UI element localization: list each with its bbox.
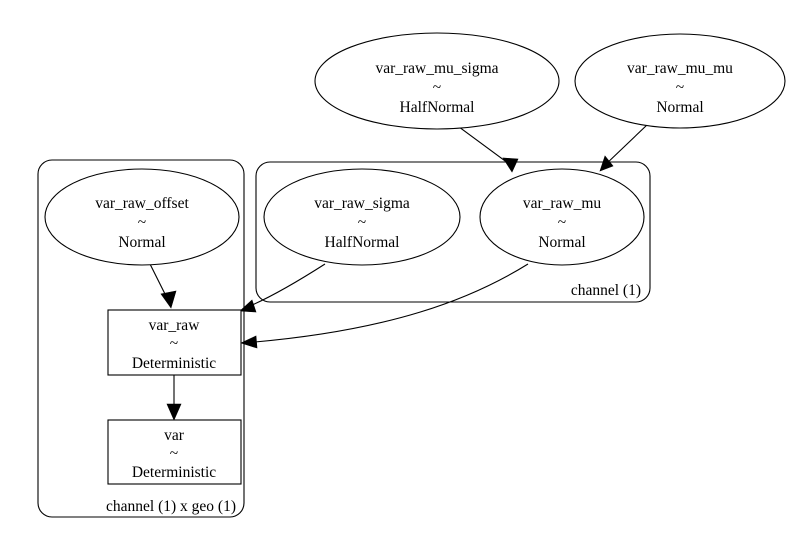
node-rect[interactable] — [107, 309, 242, 376]
node-var-raw-sigma-name: var_raw_sigma — [314, 195, 410, 212]
node-var-raw-sigma-distribution: HalfNormal — [325, 234, 400, 251]
node-var-raw-mu-distribution: Normal — [538, 234, 585, 251]
node-ellipse[interactable] — [314, 32, 560, 130]
node-var-raw-offset[interactable]: var_raw_offset ~ Normal — [44, 168, 240, 266]
node-var-raw-mu-sigma-name: var_raw_mu_sigma — [375, 60, 498, 77]
node-var-raw-mu-mu[interactable]: var_raw_mu_mu ~ Normal — [574, 33, 786, 129]
node-var-raw-distribution: Deterministic — [132, 355, 216, 372]
node-var-raw-mu-mu-name: var_raw_mu_mu — [627, 60, 733, 77]
node-var-raw-offset-tilde: ~ — [138, 214, 146, 231]
node-var-raw-sigma[interactable]: var_raw_sigma ~ HalfNormal — [263, 168, 461, 266]
edge-var-raw-mu-to-var-raw — [240, 263, 529, 349]
node-var-raw-sigma-tilde: ~ — [358, 214, 366, 231]
node-var-raw-tilde: ~ — [170, 335, 178, 352]
plate-channel: channel (1) — [255, 161, 651, 303]
plate-channel-geo: channel (1) x geo (1) — [37, 159, 245, 518]
node-var-raw-mu-mu-distribution: Normal — [656, 99, 703, 116]
edge-line — [249, 263, 326, 307]
edge-line — [254, 263, 529, 343]
edge-line — [454, 123, 513, 167]
arrow-head-icon — [239, 299, 257, 313]
node-var-raw-offset-name: var_raw_offset — [95, 195, 189, 212]
edge-var-raw-offset-to-var-raw — [149, 263, 177, 309]
node-var-raw-mu[interactable]: var_raw_mu ~ Normal — [479, 168, 645, 266]
node-ellipse[interactable] — [479, 168, 645, 266]
node-ellipse[interactable] — [574, 33, 786, 129]
node-var[interactable]: var ~ Deterministic — [107, 419, 242, 485]
plate-channel-label: channel (1) — [571, 282, 641, 299]
node-var-raw-mu-sigma[interactable]: var_raw_mu_sigma ~ HalfNormal — [314, 32, 560, 130]
node-var-raw[interactable]: var_raw ~ Deterministic — [107, 309, 242, 376]
node-var-raw-mu-sigma-distribution: HalfNormal — [400, 99, 475, 116]
node-var-raw-mu-tilde: ~ — [558, 214, 566, 231]
edge-var-raw-sigma-to-var-raw — [239, 263, 326, 313]
node-ellipse[interactable] — [263, 168, 461, 266]
arrow-head-icon — [599, 155, 614, 172]
plate-channel-geo-border — [37, 159, 245, 518]
node-var-distribution: Deterministic — [132, 464, 216, 481]
node-var-raw-name: var_raw — [149, 317, 201, 334]
node-var-raw-mu-name: var_raw_mu — [523, 195, 602, 212]
node-rect[interactable] — [107, 419, 242, 485]
plate-channel-geo-label: channel (1) x geo (1) — [106, 498, 236, 515]
edge-var-raw-mu-mu-to-var-raw-mu — [599, 123, 649, 172]
node-var-tilde: ~ — [170, 445, 178, 462]
arrow-head-icon — [160, 290, 177, 309]
arrow-head-icon — [240, 335, 258, 349]
arrow-head-icon — [502, 157, 519, 173]
edge-line — [603, 123, 649, 167]
arrow-head-icon — [166, 403, 182, 421]
node-var-name: var — [164, 427, 185, 444]
plate-channel-border — [255, 161, 651, 303]
node-var-raw-offset-distribution: Normal — [118, 234, 165, 251]
node-var-raw-mu-mu-tilde: ~ — [676, 79, 684, 96]
node-var-raw-mu-sigma-tilde: ~ — [433, 79, 441, 96]
edge-var-raw-to-var — [166, 375, 182, 421]
edge-var-raw-mu-sigma-to-var-raw-mu — [454, 123, 519, 173]
node-ellipse[interactable] — [44, 168, 240, 266]
